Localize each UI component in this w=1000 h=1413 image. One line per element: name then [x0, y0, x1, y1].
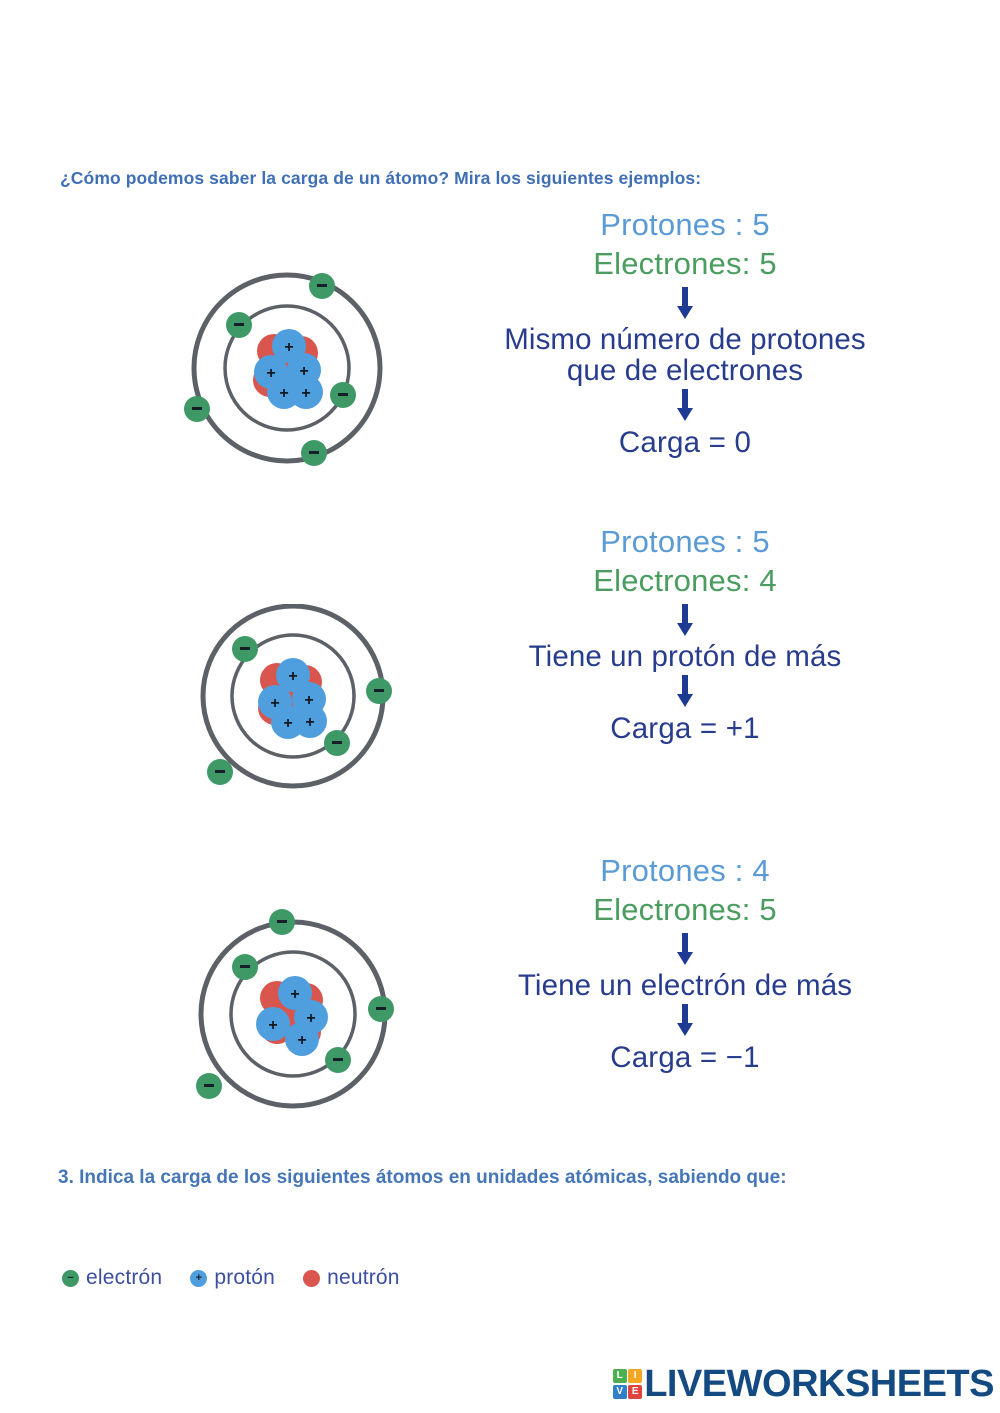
atom-svg: + + + +: [196, 909, 394, 1109]
svg-text:+: +: [266, 365, 275, 382]
arrow-row-2: [430, 672, 940, 712]
electron: [366, 678, 392, 704]
electrons-label: Electrones: 5: [593, 892, 777, 928]
nucleus-protons: + + + + +: [258, 658, 327, 739]
electron: [207, 759, 233, 785]
inner-orbit-ring: [230, 633, 356, 759]
down-arrow-icon: [677, 389, 693, 422]
svg-text:+: +: [305, 714, 314, 731]
atom-diagram-cation: + + + + +: [185, 604, 415, 819]
legend-label-electron: electrón: [86, 1266, 163, 1289]
atom-diagram-anion: + + + +: [185, 899, 415, 1114]
logo-square-e: E: [628, 1384, 643, 1399]
legend-item-electron: − electrón: [62, 1266, 162, 1290]
electron: [330, 382, 356, 408]
proton-dot-icon: +: [190, 1269, 208, 1287]
electrons-label: Electrones: 4: [593, 563, 777, 599]
svg-text:+: +: [299, 363, 308, 380]
svg-text:+: +: [283, 715, 292, 732]
nucleus-protons: + + + + +: [254, 329, 323, 409]
nucleus-protons: + + + +: [256, 976, 328, 1056]
atom-svg: + + + + +: [200, 604, 392, 789]
atom-diagram-neutral: + + + + +: [175, 263, 405, 478]
electron: [232, 954, 258, 980]
neutron-dot-icon: [303, 1269, 321, 1287]
charge-result: Carga = +1: [610, 711, 760, 745]
electron: [301, 440, 327, 466]
particle-legend: − electrón + protón neutrón: [62, 1266, 400, 1290]
electron: [368, 996, 394, 1022]
electrons-group: [184, 273, 356, 466]
example-row-cation: + + + + +: [0, 522, 1000, 832]
down-arrow-icon: [677, 286, 693, 319]
protons-label: Protones : 5: [600, 207, 770, 242]
liveworksheets-logo[interactable]: L I V E LIVEWORKSHEETS: [612, 1363, 994, 1405]
legend-item-neutron: neutrón: [303, 1266, 400, 1290]
flow-column-anion: Protones : 4 Electrones: 5 Tiene un elec…: [430, 851, 940, 1075]
svg-text:+: +: [306, 1010, 315, 1027]
svg-text:+: +: [284, 339, 293, 356]
electron: [309, 273, 335, 299]
legend-label-proton: protón: [214, 1266, 276, 1289]
logo-square-i: I: [628, 1369, 643, 1384]
arrow-row-1: [430, 930, 940, 970]
legend-label-neutron: neutrón: [327, 1266, 400, 1289]
electron: [226, 312, 252, 338]
flow-column-neutral: Protones : 5 Electrones: 5 Mismo número …: [430, 205, 940, 460]
flow-column-cation: Protones : 5 Electrones: 4 Tiene un prot…: [430, 522, 940, 746]
svg-text:+: +: [290, 986, 299, 1003]
electron: [324, 730, 350, 756]
protons-label: Protones : 5: [600, 524, 770, 559]
page-heading: ¿Cómo podemos saber la carga de un átomo…: [60, 168, 702, 188]
electron: [184, 396, 210, 422]
inner-orbit-ring: [229, 950, 357, 1078]
electron: [196, 1073, 222, 1099]
electron: [232, 636, 258, 662]
svg-text:+: +: [279, 385, 288, 402]
down-arrow-icon: [677, 603, 693, 636]
outer-orbit-ring: [191, 272, 383, 464]
inner-orbit-ring: [223, 304, 351, 432]
statement-line-1: Tiene un electrón de más: [517, 968, 853, 1002]
charge-result: Carga = 0: [618, 426, 752, 460]
down-arrow-icon: [677, 674, 693, 707]
electrons-label: Electrones: 5: [593, 246, 777, 282]
example-row-neutral: + + + + +: [0, 205, 1000, 515]
svg-text:+: +: [270, 695, 279, 712]
charge-result: Carga = −1: [610, 1040, 760, 1074]
svg-text:+: +: [304, 692, 313, 709]
logo-letter-squares: L I V E: [612, 1369, 643, 1399]
logo-square-v: V: [612, 1384, 627, 1399]
svg-text:+: +: [288, 668, 297, 685]
electrons-group: [207, 636, 392, 785]
question-3-text: 3. Indica la carga de los siguientes áto…: [58, 1167, 787, 1188]
svg-text:+: +: [301, 385, 310, 402]
electron-dot-icon: −: [62, 1269, 79, 1287]
arrow-row-1: [430, 284, 940, 324]
example-row-anion: + + + +: [0, 851, 1000, 1161]
electrons-group: [196, 909, 394, 1099]
arrow-row-1: [430, 601, 940, 641]
statement-line-1: Mismo número de protones: [504, 322, 866, 356]
down-arrow-icon: [677, 932, 693, 965]
arrow-row-2: [430, 1001, 940, 1041]
down-arrow-icon: [677, 1003, 693, 1036]
svg-text:+: +: [297, 1032, 306, 1049]
logo-wordmark: LIVEWORKSHEETS: [644, 1363, 994, 1405]
arrow-row-2: [430, 386, 940, 426]
statement-line-2: que de electrones: [566, 353, 804, 387]
svg-text:+: +: [268, 1017, 277, 1034]
statement-line-1: Tiene un protón de más: [528, 639, 842, 673]
atom-svg: + + + + +: [184, 272, 383, 466]
protons-label: Protones : 4: [600, 853, 770, 888]
electron: [325, 1047, 351, 1073]
electron: [269, 909, 295, 935]
logo-square-l: L: [612, 1369, 627, 1384]
legend-item-proton: + protón: [190, 1266, 275, 1290]
